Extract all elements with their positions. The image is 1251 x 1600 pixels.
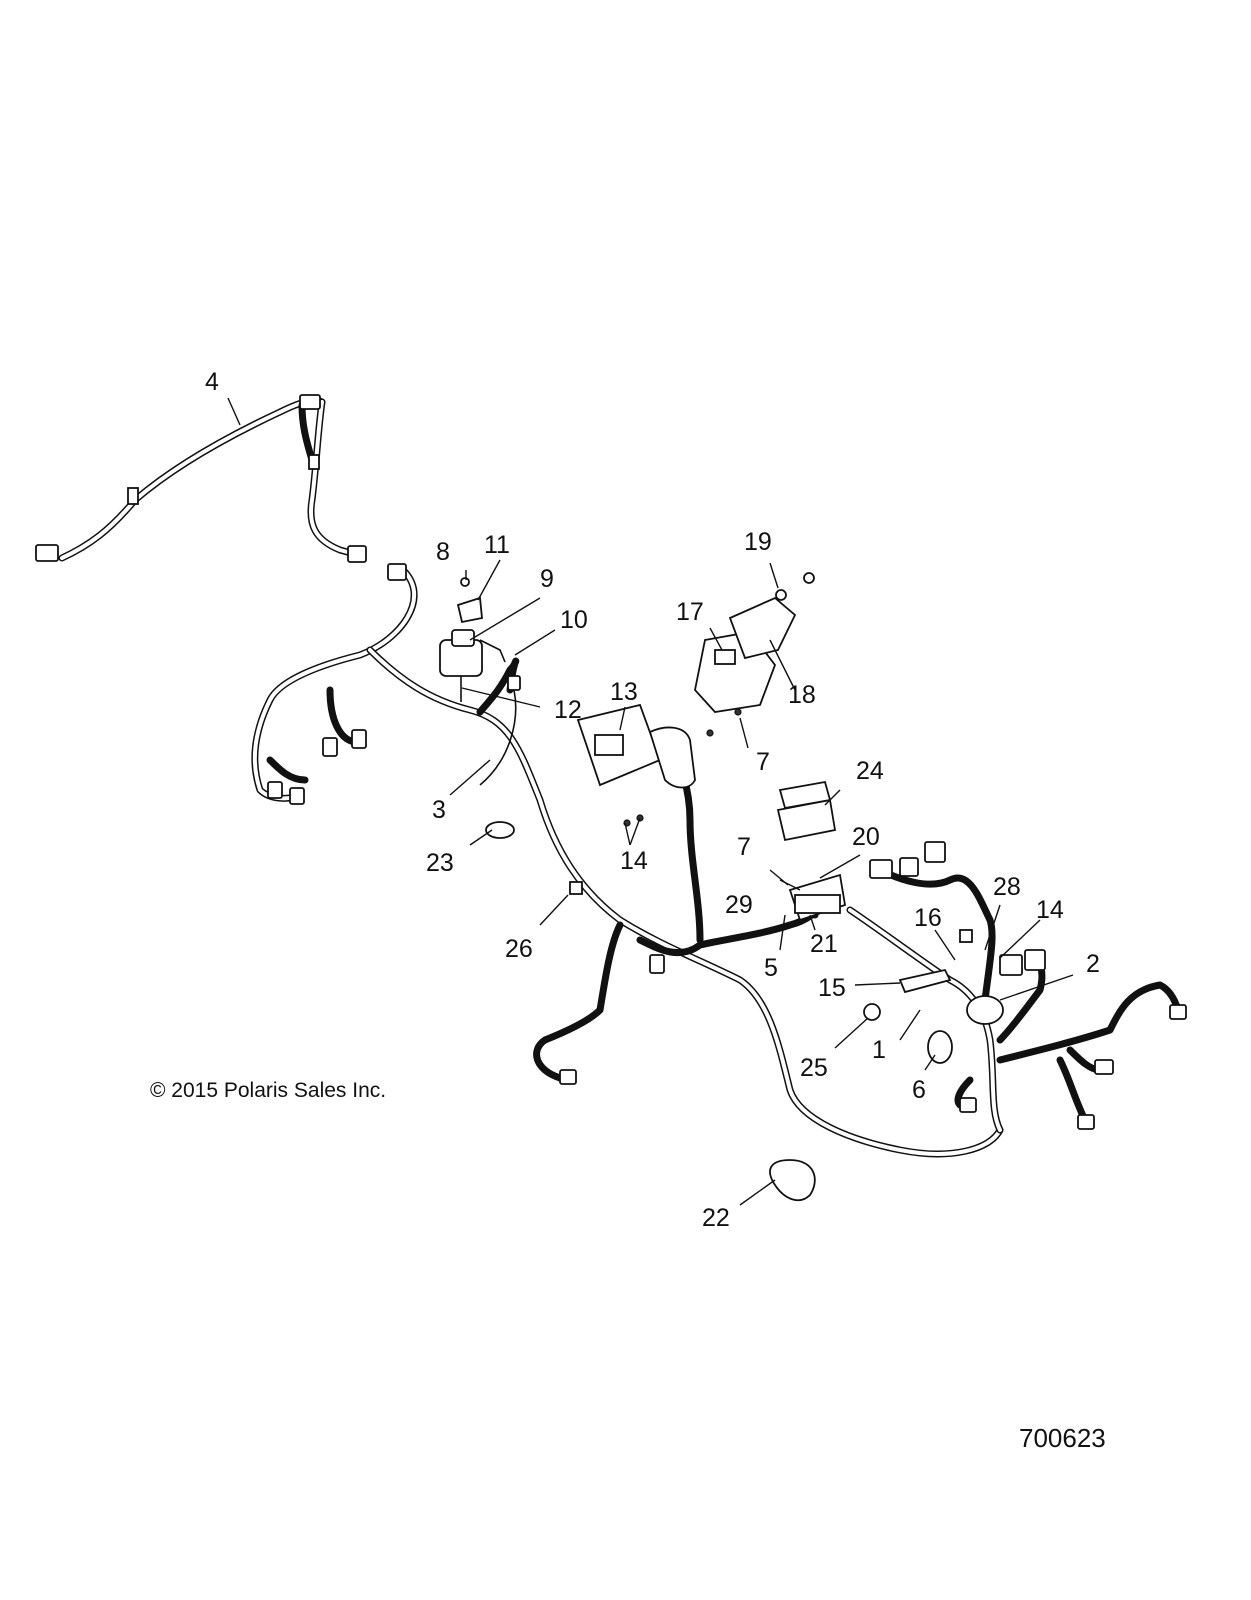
callout-24: 23 bbox=[426, 849, 454, 877]
callout-14: 14 bbox=[620, 847, 648, 875]
callout-4: 4 bbox=[205, 368, 219, 396]
harness-2 bbox=[846, 841, 1187, 1134]
part-callouts: 4 8 11 9 10 12 13 14 3 23 26 17 19 18 7 … bbox=[205, 368, 1100, 1232]
callout-15: 14 bbox=[1036, 896, 1064, 924]
callout-7-lower: 7 bbox=[737, 833, 751, 861]
callout-18: 17 bbox=[676, 598, 704, 626]
copyright-notice: © 2015 Polaris Sales Inc. bbox=[150, 1079, 387, 1102]
callout-19: 18 bbox=[788, 681, 816, 709]
callout-23: 22 bbox=[702, 1204, 730, 1232]
harness-4 bbox=[35, 394, 367, 563]
callout-27: 26 bbox=[505, 935, 533, 963]
callout-8: 8 bbox=[436, 538, 450, 566]
leader-lines bbox=[227, 397, 1074, 1206]
callout-26: 25 bbox=[800, 1054, 828, 1082]
callout-22: 21 bbox=[810, 930, 838, 958]
callout-28: 28 bbox=[993, 873, 1021, 901]
callout-11: 11 bbox=[484, 531, 510, 559]
callout-6: 6 bbox=[912, 1076, 926, 1104]
callout-2: 2 bbox=[1086, 950, 1100, 978]
callout-9: 9 bbox=[540, 565, 554, 593]
callout-16: 15 bbox=[818, 974, 846, 1002]
callout-21: 20 bbox=[852, 823, 880, 851]
callout-12: 12 bbox=[554, 696, 582, 724]
callout-20: 19 bbox=[744, 528, 772, 556]
callout-5: 5 bbox=[764, 954, 778, 982]
callout-10: 10 bbox=[560, 606, 588, 634]
callout-1: 1 bbox=[872, 1036, 886, 1064]
callout-13: 13 bbox=[610, 678, 638, 706]
figure-id: 700623 bbox=[1019, 1423, 1106, 1453]
callout-25: 24 bbox=[856, 757, 884, 785]
callout-29: 29 bbox=[725, 891, 753, 919]
components bbox=[439, 572, 973, 1202]
callout-17: 16 bbox=[914, 904, 942, 932]
callout-7-upper: 7 bbox=[756, 748, 770, 776]
callout-3: 3 bbox=[432, 796, 446, 824]
